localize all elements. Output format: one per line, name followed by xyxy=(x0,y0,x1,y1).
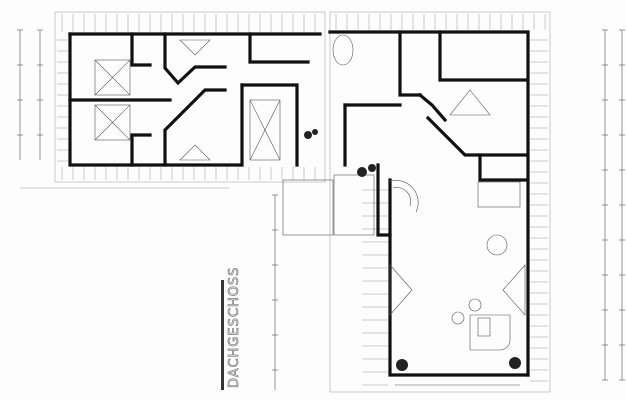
rafter-line xyxy=(221,280,224,390)
walls-right-wing xyxy=(328,30,530,377)
dormers xyxy=(179,39,526,316)
roof-rafters xyxy=(54,11,551,393)
furniture xyxy=(94,34,521,371)
rafter-line xyxy=(329,11,551,393)
stair xyxy=(282,174,419,236)
rafter-line xyxy=(54,11,326,183)
drawing-title: DACHGESCHOSS xyxy=(227,267,242,388)
dimension-lines xyxy=(17,29,625,390)
walls-left-wing xyxy=(68,32,322,167)
